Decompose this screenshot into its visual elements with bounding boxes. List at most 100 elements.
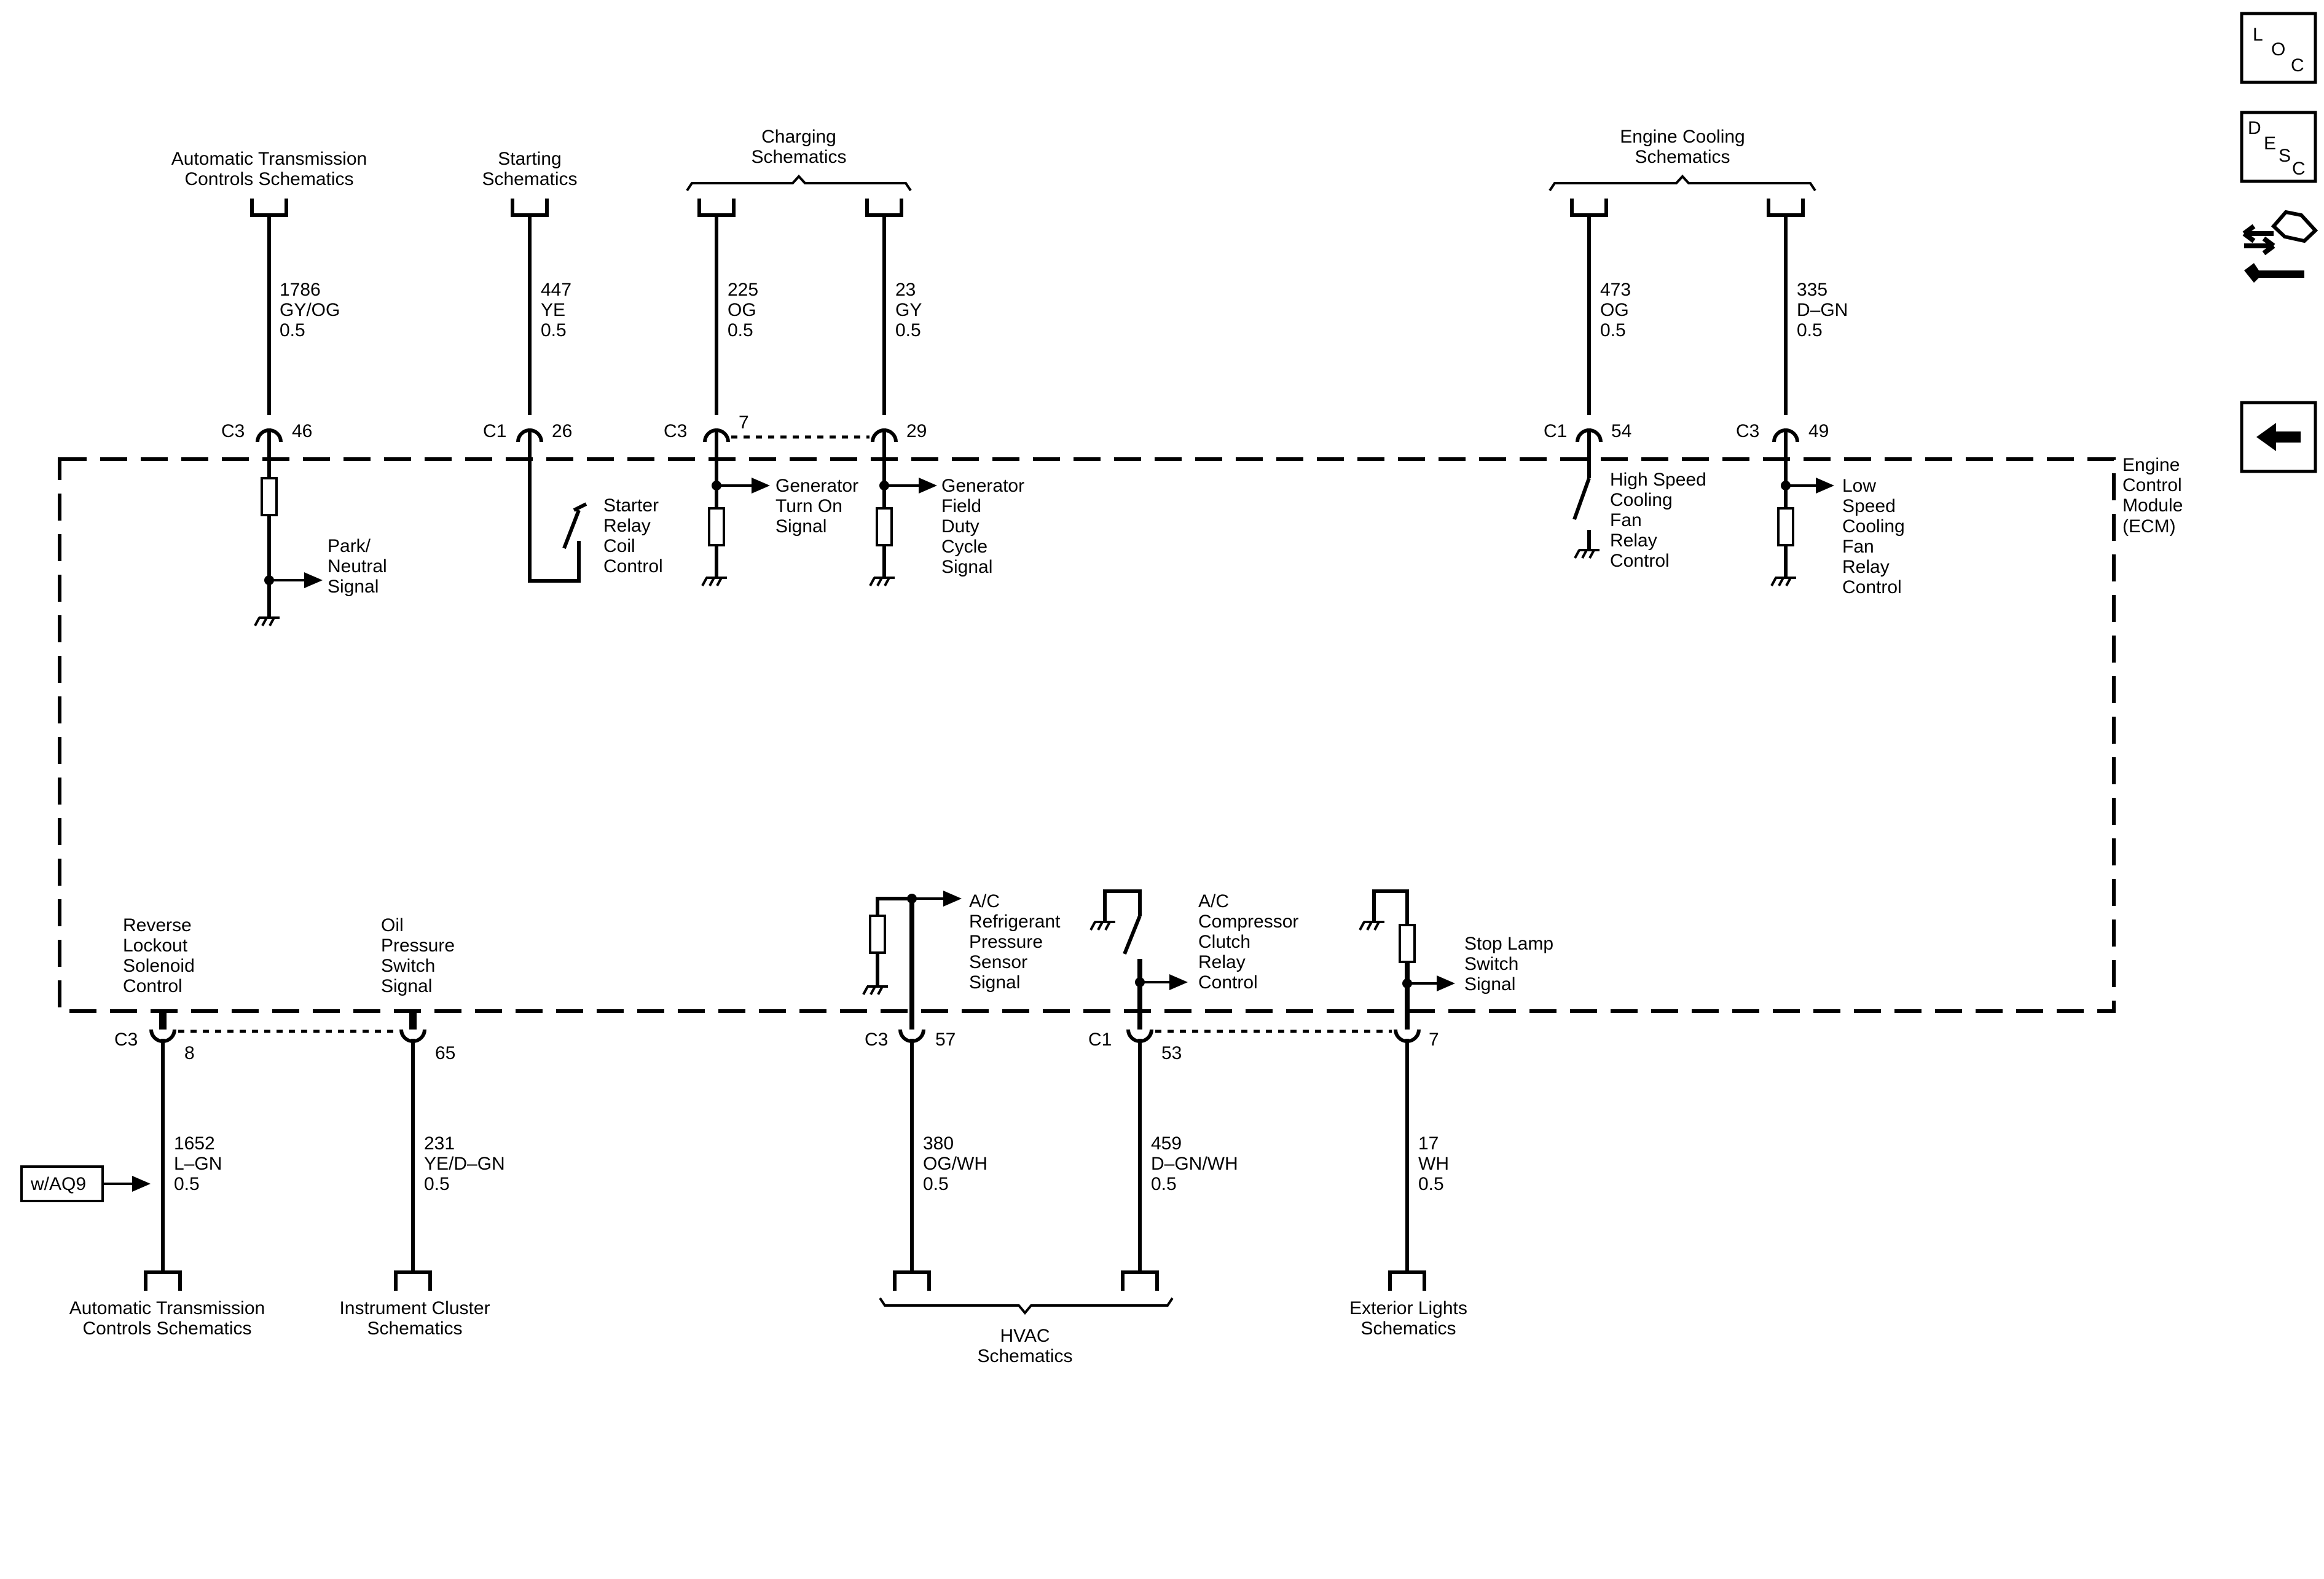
dest-hvac-line1: HVAC: [1000, 1326, 1050, 1346]
reverse-line1: Reverse: [123, 915, 192, 935]
wire-17-pin: 7: [1429, 1030, 1439, 1050]
stop-lamp-label: Stop Lamp Switch Signal: [1464, 934, 1553, 994]
ac-clutch-line5: Control: [1198, 972, 1258, 993]
park-line2: Neutral: [328, 556, 387, 577]
dest-engine-cooling[interactable]: Engine Cooling Schematics: [1620, 127, 1745, 167]
wire-459-circuit: 459: [1151, 1133, 1182, 1154]
reverse-line4: Control: [123, 976, 183, 996]
high-speed-fan-label: High Speed Cooling Fan Relay Control: [1610, 470, 1706, 571]
dest-cooling-line1: Engine Cooling: [1620, 127, 1745, 147]
wire-231-color: YE/D–GN: [424, 1154, 505, 1174]
ac-compressor-clutch-label: A/C Compressor Clutch Relay Control: [1198, 891, 1298, 993]
cooling-bracket: [1549, 175, 1816, 192]
wire-380-connector: C3: [865, 1030, 888, 1050]
low-fan-line5: Relay: [1842, 557, 1890, 577]
wire-335-gauge: 0.5: [1797, 320, 1823, 341]
dest-instrument-cluster[interactable]: Instrument Cluster Schematics: [339, 1298, 490, 1339]
starter-line4: Control: [603, 556, 663, 577]
dest-starting[interactable]: Starting Schematics: [482, 149, 577, 189]
desc-button[interactable]: D E S C: [2240, 111, 2317, 183]
wire-1652-color: L–GN: [174, 1154, 222, 1174]
wire-231: 65 231 YE/D–GN 0.5: [396, 1013, 505, 1291]
module-label-line4: (ECM): [2122, 516, 2176, 537]
wire-447-gauge: 0.5: [541, 320, 567, 341]
ac-ref-line5: Signal: [969, 972, 1020, 993]
gen-on-line1: Generator: [775, 476, 858, 496]
wire-380-circuit: 380: [923, 1133, 954, 1154]
wire-335: 335 D–GN 0.5 C3 49: [1736, 199, 1848, 587]
dest-exterior-lights[interactable]: Exterior Lights Schematics: [1349, 1298, 1467, 1339]
low-fan-line6: Control: [1842, 577, 1902, 597]
low-fan-line3: Cooling: [1842, 516, 1905, 537]
wire-459-pin: 53: [1161, 1043, 1182, 1063]
wire-225-circuit: 225: [728, 280, 758, 300]
component-locator-icon[interactable]: [2242, 210, 2318, 283]
dest-cluster-line1: Instrument Cluster: [339, 1298, 490, 1318]
loc-letter-o: O: [2271, 39, 2285, 60]
park-neutral-signal-label: Park/ Neutral Signal: [328, 536, 387, 597]
oil-line3: Switch: [381, 956, 435, 976]
low-fan-line1: Low: [1842, 476, 1876, 496]
wire-17-color: WH: [1418, 1154, 1449, 1174]
starter-line2: Relay: [603, 516, 651, 536]
ac-ref-line4: Sensor: [969, 952, 1027, 972]
ac-clutch-line1: A/C: [1198, 891, 1229, 912]
wire-225-gauge: 0.5: [728, 320, 753, 341]
wire-231-circuit: 231: [424, 1133, 455, 1154]
gen-on-line3: Signal: [775, 516, 826, 537]
high-fan-line2: Cooling: [1610, 490, 1673, 510]
ac-ref-line1: A/C: [969, 891, 1000, 912]
back-button[interactable]: [2240, 401, 2317, 473]
high-fan-line1: High Speed: [1610, 470, 1706, 490]
wire-225-connector: C3: [664, 421, 687, 441]
oil-line1: Oil: [381, 915, 404, 935]
wire-23-gauge: 0.5: [895, 320, 921, 341]
wire-1786-pin: 46: [292, 421, 312, 441]
ac-ref-line3: Pressure: [969, 932, 1043, 952]
starter-relay-label: Starter Relay Coil Control: [603, 495, 663, 577]
wire-1786-gauge: 0.5: [280, 320, 305, 341]
wire-17-gauge: 0.5: [1418, 1174, 1444, 1194]
reverse-line2: Lockout: [123, 935, 188, 956]
wire-447-color: YE: [541, 300, 565, 320]
wire-23-pin: 29: [906, 421, 927, 441]
wire-380-pin: 57: [935, 1030, 956, 1050]
desc-letter-c: C: [2292, 159, 2306, 179]
wire-473-color: OG: [1600, 300, 1629, 320]
dest-hvac[interactable]: HVAC Schematics: [977, 1326, 1072, 1366]
low-fan-line2: Speed: [1842, 496, 1896, 516]
wire-1652-gauge: 0.5: [174, 1174, 200, 1194]
dest-trans-bottom[interactable]: Automatic Transmission Controls Schemati…: [69, 1298, 265, 1339]
dest-charging-line1: Charging: [761, 127, 836, 147]
wire-231-pin: 65: [435, 1043, 455, 1063]
dest-charging[interactable]: Charging Schematics: [751, 127, 846, 167]
wire-1786-color: GY/OG: [280, 300, 340, 320]
ac-clutch-line2: Compressor: [1198, 912, 1298, 932]
gen-field-line5: Signal: [941, 557, 992, 577]
stop-line1: Stop Lamp: [1464, 934, 1553, 954]
back-arrow-icon: [2256, 423, 2301, 451]
wire-23-color: GY: [895, 300, 922, 320]
wire-447-connector: C1: [483, 421, 506, 441]
high-fan-line3: Fan: [1610, 510, 1642, 530]
dest-starting-line2: Schematics: [482, 169, 577, 189]
desc-letter-d: D: [2248, 118, 2261, 138]
dest-trans-top[interactable]: Automatic Transmission Controls Schemati…: [171, 149, 367, 189]
ecm-module-label: Engine Control Module (ECM): [2122, 455, 2183, 537]
wire-473-pin: 54: [1611, 421, 1631, 441]
gen-field-line3: Duty: [941, 516, 979, 537]
ac-refrigerant-label: A/C Refrigerant Pressure Sensor Signal: [969, 891, 1061, 993]
wire-1786-circuit: 1786: [280, 280, 321, 300]
low-speed-fan-label: Low Speed Cooling Fan Relay Control: [1842, 476, 1905, 597]
desc-letter-e: E: [2264, 133, 2276, 154]
gen-field-line1: Generator: [941, 476, 1024, 496]
loc-button[interactable]: L O C: [2240, 12, 2317, 84]
generator-field-label: Generator Field Duty Cycle Signal: [941, 476, 1024, 577]
dest-trans-top-line1: Automatic Transmission: [171, 149, 367, 169]
ac-clutch-line3: Clutch: [1198, 932, 1250, 952]
wire-225: 225 OG 0.5 C3 7: [664, 199, 770, 587]
wire-459-connector: C1: [1088, 1030, 1112, 1050]
wire-335-pin: 49: [1808, 421, 1829, 441]
high-fan-line5: Control: [1610, 551, 1670, 571]
